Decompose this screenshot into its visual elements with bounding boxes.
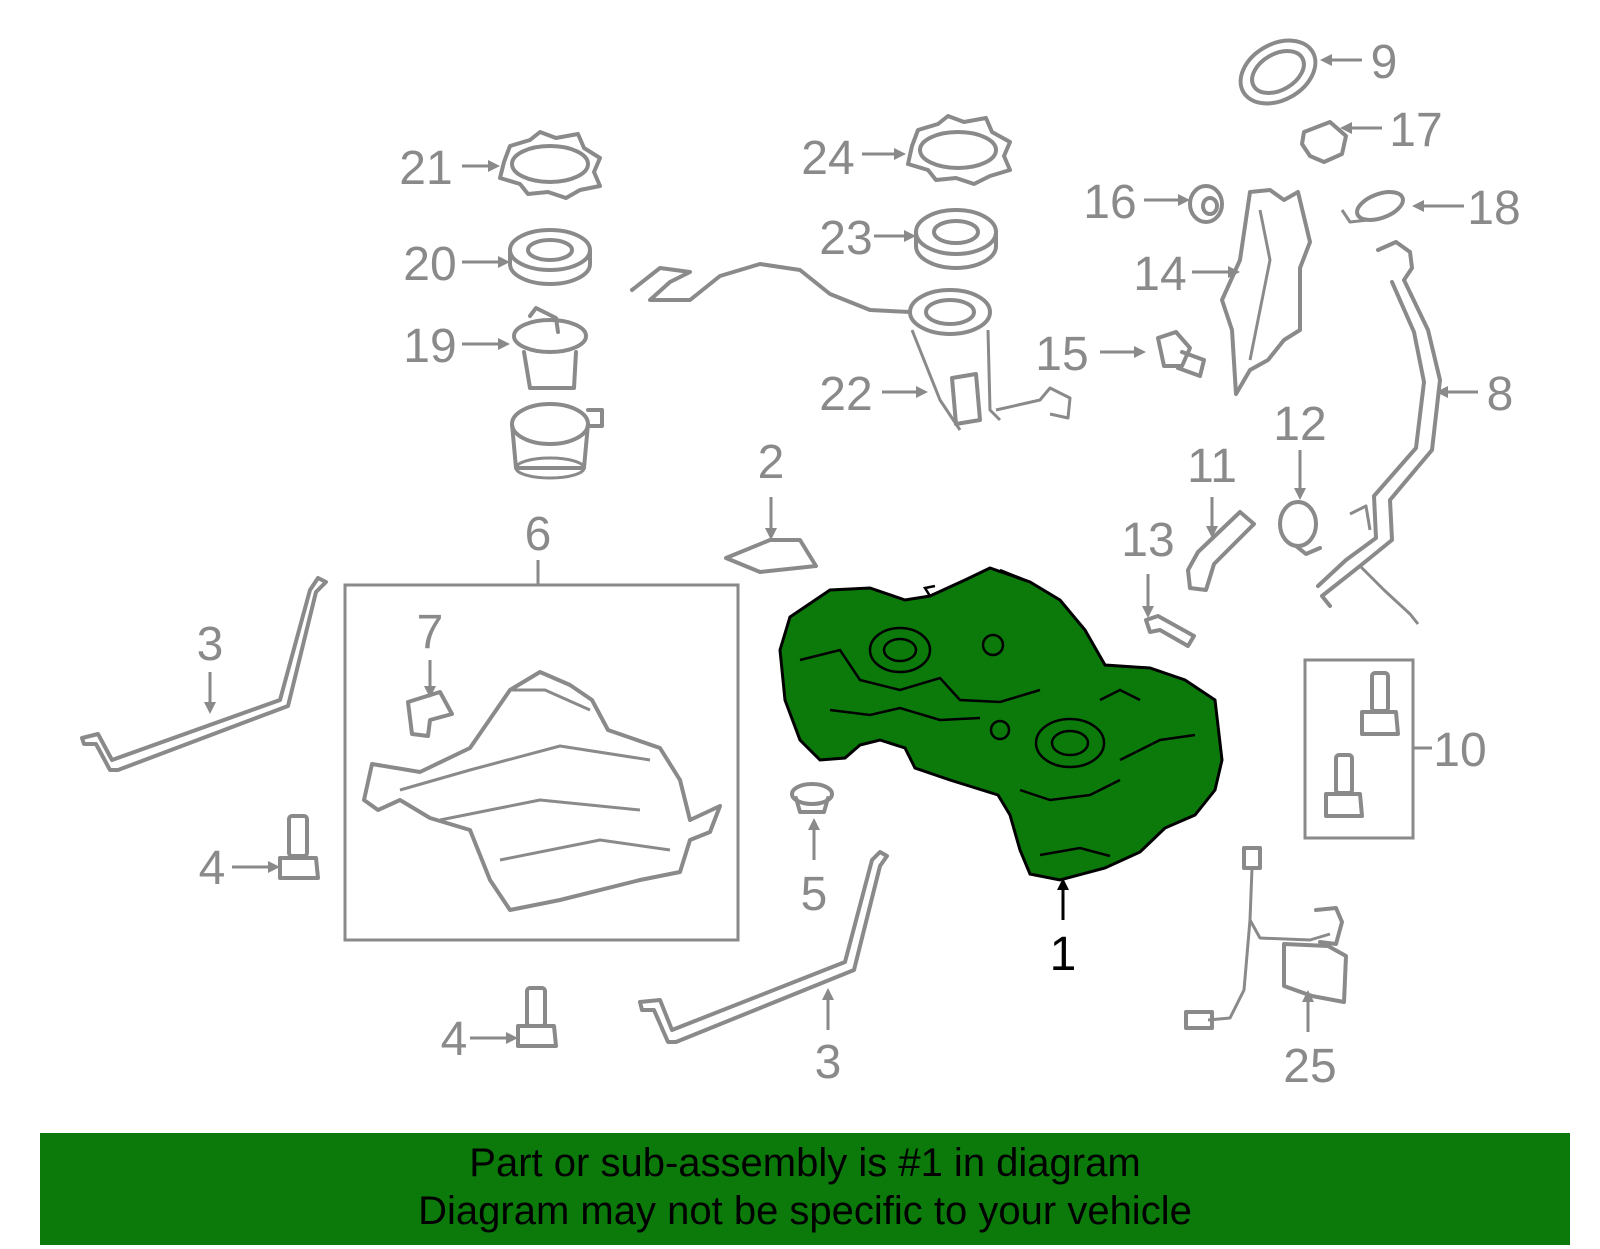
callout-23: 23 bbox=[819, 212, 872, 265]
callout-7: 7 bbox=[417, 606, 444, 659]
callout-19: 19 bbox=[403, 320, 456, 373]
callout-5: 5 bbox=[801, 868, 828, 921]
banner-line-2: Diagram may not be specific to your vehi… bbox=[418, 1189, 1192, 1233]
callout-4b: 4 bbox=[441, 1013, 468, 1066]
nut-part-5[interactable] bbox=[790, 782, 834, 814]
notice-banner: Part or sub-assembly is #1 in diagram Di… bbox=[40, 1133, 1570, 1245]
fuel-pump-part-19[interactable] bbox=[510, 306, 604, 480]
bolt-part-4b[interactable] bbox=[516, 986, 558, 1048]
callout-11: 11 bbox=[1187, 440, 1237, 493]
seal-part-20[interactable] bbox=[508, 228, 592, 286]
fuel-sender-part-22[interactable] bbox=[630, 262, 1072, 431]
bolt-group-box bbox=[1303, 658, 1415, 840]
callout-1: 1 bbox=[1050, 928, 1077, 981]
callout-16: 16 bbox=[1083, 176, 1136, 229]
callout-14: 14 bbox=[1133, 248, 1186, 301]
callout-22: 22 bbox=[819, 368, 872, 421]
callout-21: 21 bbox=[399, 142, 452, 195]
lock-ring-part-24[interactable] bbox=[906, 114, 1012, 186]
callout-8: 8 bbox=[1487, 368, 1514, 421]
bolt-part-15[interactable] bbox=[1156, 330, 1206, 378]
callout-2: 2 bbox=[758, 436, 785, 489]
callout-6: 6 bbox=[525, 508, 552, 561]
callout-3b: 3 bbox=[815, 1036, 842, 1089]
clamp-part-12[interactable] bbox=[1278, 500, 1322, 556]
banner-line-1: Part or sub-assembly is #1 in diagram bbox=[469, 1141, 1141, 1185]
callout-12: 12 bbox=[1273, 398, 1326, 451]
gasket-part-9[interactable] bbox=[1229, 28, 1326, 116]
filler-pipe-part-8[interactable] bbox=[1316, 240, 1442, 625]
cap-part-17[interactable] bbox=[1300, 120, 1348, 164]
callout-10: 10 bbox=[1433, 724, 1486, 777]
callout-24: 24 bbox=[801, 132, 854, 185]
wiring-part-25[interactable] bbox=[1184, 846, 1348, 1030]
callout-25: 25 bbox=[1283, 1040, 1336, 1093]
insulator-pad-part-2[interactable] bbox=[724, 538, 818, 574]
bracket-part-14[interactable] bbox=[1220, 188, 1312, 396]
callout-9: 9 bbox=[1371, 36, 1398, 89]
fuel-tank-part-1[interactable] bbox=[778, 566, 1224, 882]
tank-strap-part-3b[interactable] bbox=[638, 850, 889, 1044]
callout-20: 20 bbox=[403, 238, 456, 291]
bracket-part-13[interactable] bbox=[1144, 614, 1196, 648]
heat-shield-group-box bbox=[343, 583, 740, 942]
callout-13: 13 bbox=[1121, 514, 1174, 567]
bolt-part-4a[interactable] bbox=[278, 814, 320, 880]
tether-part-18[interactable] bbox=[1340, 187, 1407, 226]
lock-ring-part-21[interactable] bbox=[498, 130, 602, 200]
callout-3a: 3 bbox=[197, 618, 224, 671]
callout-18: 18 bbox=[1467, 182, 1520, 235]
hose-part-11[interactable] bbox=[1186, 510, 1256, 592]
bolt-part-10[interactable] bbox=[1324, 671, 1400, 818]
tank-strap-part-3a[interactable] bbox=[80, 576, 328, 772]
callout-15: 15 bbox=[1035, 328, 1088, 381]
callout-4a: 4 bbox=[199, 842, 226, 895]
seal-part-23[interactable] bbox=[914, 208, 998, 270]
heat-shield-part-6[interactable] bbox=[362, 670, 722, 912]
callout-17: 17 bbox=[1389, 104, 1442, 157]
grommet-part-16[interactable] bbox=[1188, 184, 1224, 224]
clip-part-7[interactable] bbox=[406, 690, 454, 738]
